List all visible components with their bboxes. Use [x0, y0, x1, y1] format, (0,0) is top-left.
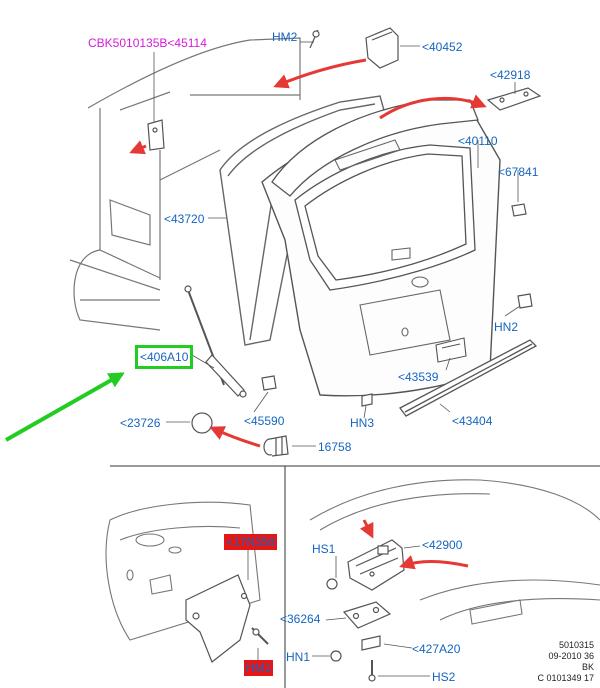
- label-23726: <23726: [120, 416, 161, 430]
- bottom-right-body-art: [309, 479, 600, 625]
- bottom-left-leaders: [247, 548, 259, 660]
- label-40452: <40452: [422, 40, 463, 54]
- bottom-right-leaders: [312, 545, 430, 677]
- label-hs1: HS1: [312, 542, 336, 556]
- document-reference: 5010315 09-2010 36 BK C 0101349 17: [470, 640, 594, 684]
- striker-bracket: [147, 119, 165, 151]
- doc-line-2: 09-2010 36: [548, 651, 594, 661]
- label-cbk5010135b: CBK5010135B<45114: [88, 36, 207, 50]
- label-43404: <43404: [452, 414, 493, 428]
- latch-fasteners: [326, 578, 381, 682]
- hinge: [309, 27, 399, 69]
- label-427a20: <427A20: [412, 642, 461, 656]
- label-42900: <42900: [422, 538, 463, 552]
- doc-line-1: 5010315: [558, 640, 594, 650]
- label-40110: <40110: [458, 134, 498, 148]
- spoiler: [271, 99, 479, 197]
- label-36264: <36264: [280, 612, 321, 626]
- label-16758: 16758: [318, 440, 352, 454]
- bump-stops: [261, 203, 533, 407]
- doc-line-3: BK: [581, 662, 594, 672]
- rubber-bump-stop: [263, 435, 289, 457]
- vehicle-body-outline: [69, 37, 301, 331]
- hinge-plate: [486, 87, 542, 111]
- handle-plate: [185, 574, 251, 663]
- red-callout-arrows: [129, 58, 487, 448]
- plug: [191, 412, 213, 434]
- tailgate-details: [334, 139, 451, 356]
- label-hm1: HM1: [244, 660, 274, 676]
- leader-lines: [153, 41, 521, 447]
- label-hn2: HN2: [494, 320, 519, 334]
- section-dividers: [110, 465, 600, 688]
- bottom-red-arrows: [359, 519, 469, 570]
- label-43720: <43720: [164, 212, 205, 226]
- label-hm2-top: HM2: [272, 30, 298, 44]
- label-43539: <43539: [398, 370, 439, 384]
- trim-strip: [399, 339, 538, 417]
- label-hn3: HN3: [350, 416, 375, 430]
- label-406a10: <406A10: [134, 345, 194, 369]
- striker-plate: [342, 601, 392, 629]
- label-67841: <67841: [498, 165, 539, 179]
- label-17n356: <17N356: [224, 534, 278, 550]
- gas-strut: [184, 285, 247, 398]
- label-hs2: HS2: [432, 670, 456, 684]
- doc-line-4: C 0101349 17: [537, 673, 594, 683]
- bottom-left-panel-art: [105, 501, 261, 641]
- label-42918: <42918: [490, 68, 531, 82]
- latch: [347, 539, 405, 591]
- label-45590: <45590: [244, 414, 285, 428]
- licence-bracket: [435, 337, 467, 363]
- handle-screw: [251, 627, 269, 645]
- label-hn1: HN1: [286, 650, 311, 664]
- green-pointer-arrow: [5, 372, 125, 442]
- tailgate-window: [294, 144, 476, 291]
